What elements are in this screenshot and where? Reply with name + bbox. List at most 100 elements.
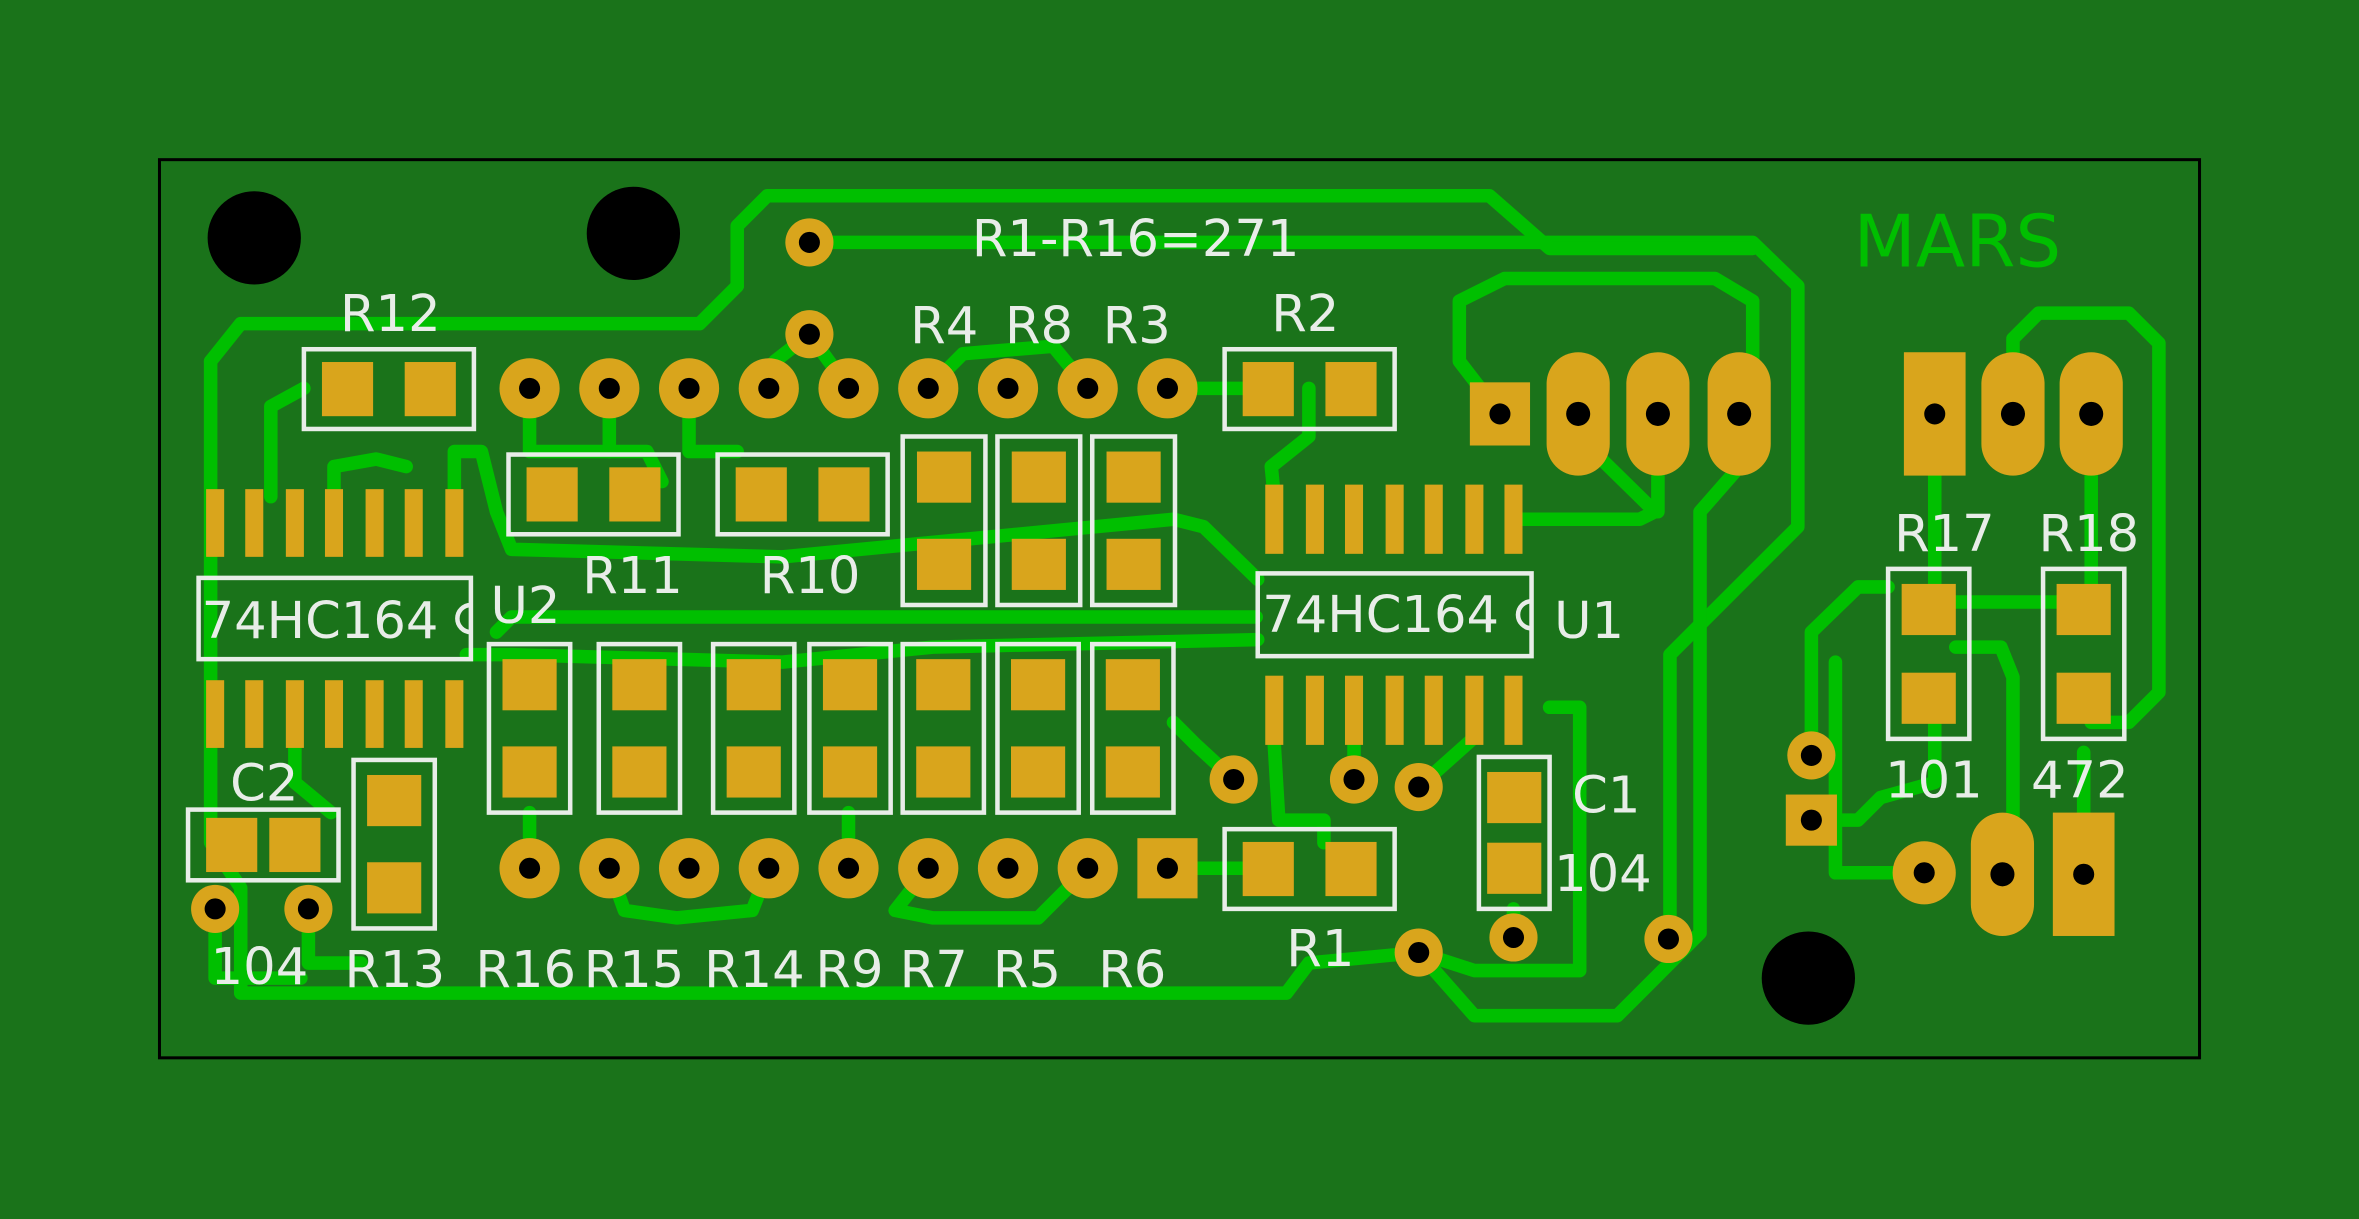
r14-pad [726, 746, 781, 798]
u2-notch [455, 602, 472, 635]
drill-hole [1408, 776, 1430, 798]
r16-pad [502, 659, 557, 711]
r14-pad [726, 659, 781, 711]
trace [1949, 640, 2020, 880]
u1-pin [1424, 484, 1443, 554]
label-r5: R5 [993, 941, 1061, 1000]
u2-pin [445, 489, 464, 557]
label-u1: U1 [1554, 592, 1624, 651]
trace [447, 444, 1265, 587]
drill-hole [1566, 401, 1591, 426]
drill-hole [758, 377, 780, 399]
c2-outline [185, 807, 341, 883]
label-r11: R11 [582, 547, 683, 606]
drill-hole [2079, 401, 2104, 426]
c1-pad [1487, 842, 1542, 894]
u2-pin [404, 489, 423, 557]
drill-hole [1343, 768, 1365, 791]
label-r17-value: 101 [1885, 752, 1983, 811]
label-c1-value: 104 [1554, 845, 1652, 904]
label-r9: R9 [815, 941, 883, 1000]
r2-outline [1222, 346, 1397, 432]
drill-hole [837, 377, 860, 399]
u2-pin [404, 680, 423, 748]
drill-hole [1156, 857, 1178, 879]
drill-hole [297, 898, 319, 920]
silkscreen [185, 346, 2127, 931]
u2-pin [245, 489, 264, 557]
r8-outline [995, 434, 1083, 608]
r18-pad [2056, 583, 2111, 636]
r15-pad [612, 746, 667, 798]
label-c2-value: 104 [211, 938, 309, 997]
u2-pin [206, 680, 225, 748]
label-r16: R16 [475, 941, 576, 1000]
u2-pin [285, 680, 304, 748]
drill-hole [917, 857, 939, 879]
u1-pin [1305, 675, 1324, 745]
label-r10: R10 [760, 547, 861, 606]
label-r12: R12 [340, 285, 441, 344]
u1-pin [1504, 675, 1523, 745]
r16-pad [502, 746, 557, 798]
c2-pad [269, 817, 321, 873]
r15-pad [612, 659, 667, 711]
trace [203, 279, 744, 369]
u1-pin [1344, 484, 1364, 554]
trace [327, 452, 413, 504]
drill-hole [1727, 401, 1752, 426]
trace [1264, 381, 1316, 504]
mounting-hole [1761, 931, 1856, 1025]
u1-pin [1424, 675, 1443, 745]
drill-hole [997, 857, 1019, 879]
trace [522, 381, 669, 489]
label-r4: R4 [910, 297, 978, 356]
u1-pin [1385, 484, 1404, 554]
r15-outline [596, 641, 683, 815]
label-u2-part: 74HC164 [202, 592, 439, 651]
drill-hole [1502, 926, 1525, 949]
drill-hole [1077, 377, 1099, 399]
drill-hole [917, 377, 939, 399]
label-u1-part: 74HC164 [1262, 586, 1499, 645]
r4-pad [916, 451, 972, 503]
u2-pin [445, 680, 464, 748]
r13-pad [367, 774, 422, 827]
r9-pad [822, 659, 878, 711]
label-r7: R7 [900, 941, 968, 1000]
drill-hole [1913, 862, 1935, 884]
trace [1411, 700, 1587, 978]
u1-pin [1465, 484, 1484, 554]
r12-pad [404, 362, 456, 417]
board-outline [157, 158, 2202, 1060]
u1-pin [1344, 675, 1364, 745]
r3-pad [1106, 451, 1161, 503]
drill-hole [678, 377, 700, 399]
r10-pad [735, 467, 787, 522]
r3-pad [1106, 538, 1161, 590]
trace [1804, 715, 1942, 827]
label-c2: C2 [230, 755, 298, 814]
trace [489, 610, 1263, 639]
r13-pad [367, 862, 422, 914]
u1-notch [1515, 598, 1532, 631]
r1-outline [1222, 826, 1397, 912]
drill-hole [204, 898, 226, 920]
drill-hole [798, 231, 820, 253]
mounting-hole [586, 186, 681, 281]
r4-outline [900, 434, 988, 608]
u2-pin [285, 489, 304, 557]
label-r18: R18 [2039, 505, 2140, 564]
u2-outline [196, 575, 474, 662]
trace [264, 381, 311, 504]
label-r6: R6 [1098, 941, 1166, 1000]
drill-hole [1800, 744, 1822, 766]
drill-hole [1990, 862, 2015, 887]
label-r13: R13 [345, 941, 446, 1000]
r10-pad [818, 467, 870, 522]
r8-pad [1011, 451, 1066, 503]
drill-hole [1489, 403, 1511, 425]
label-u2: U2 [490, 577, 560, 636]
u1-pin [1265, 675, 1284, 745]
r11-pad [526, 467, 578, 522]
